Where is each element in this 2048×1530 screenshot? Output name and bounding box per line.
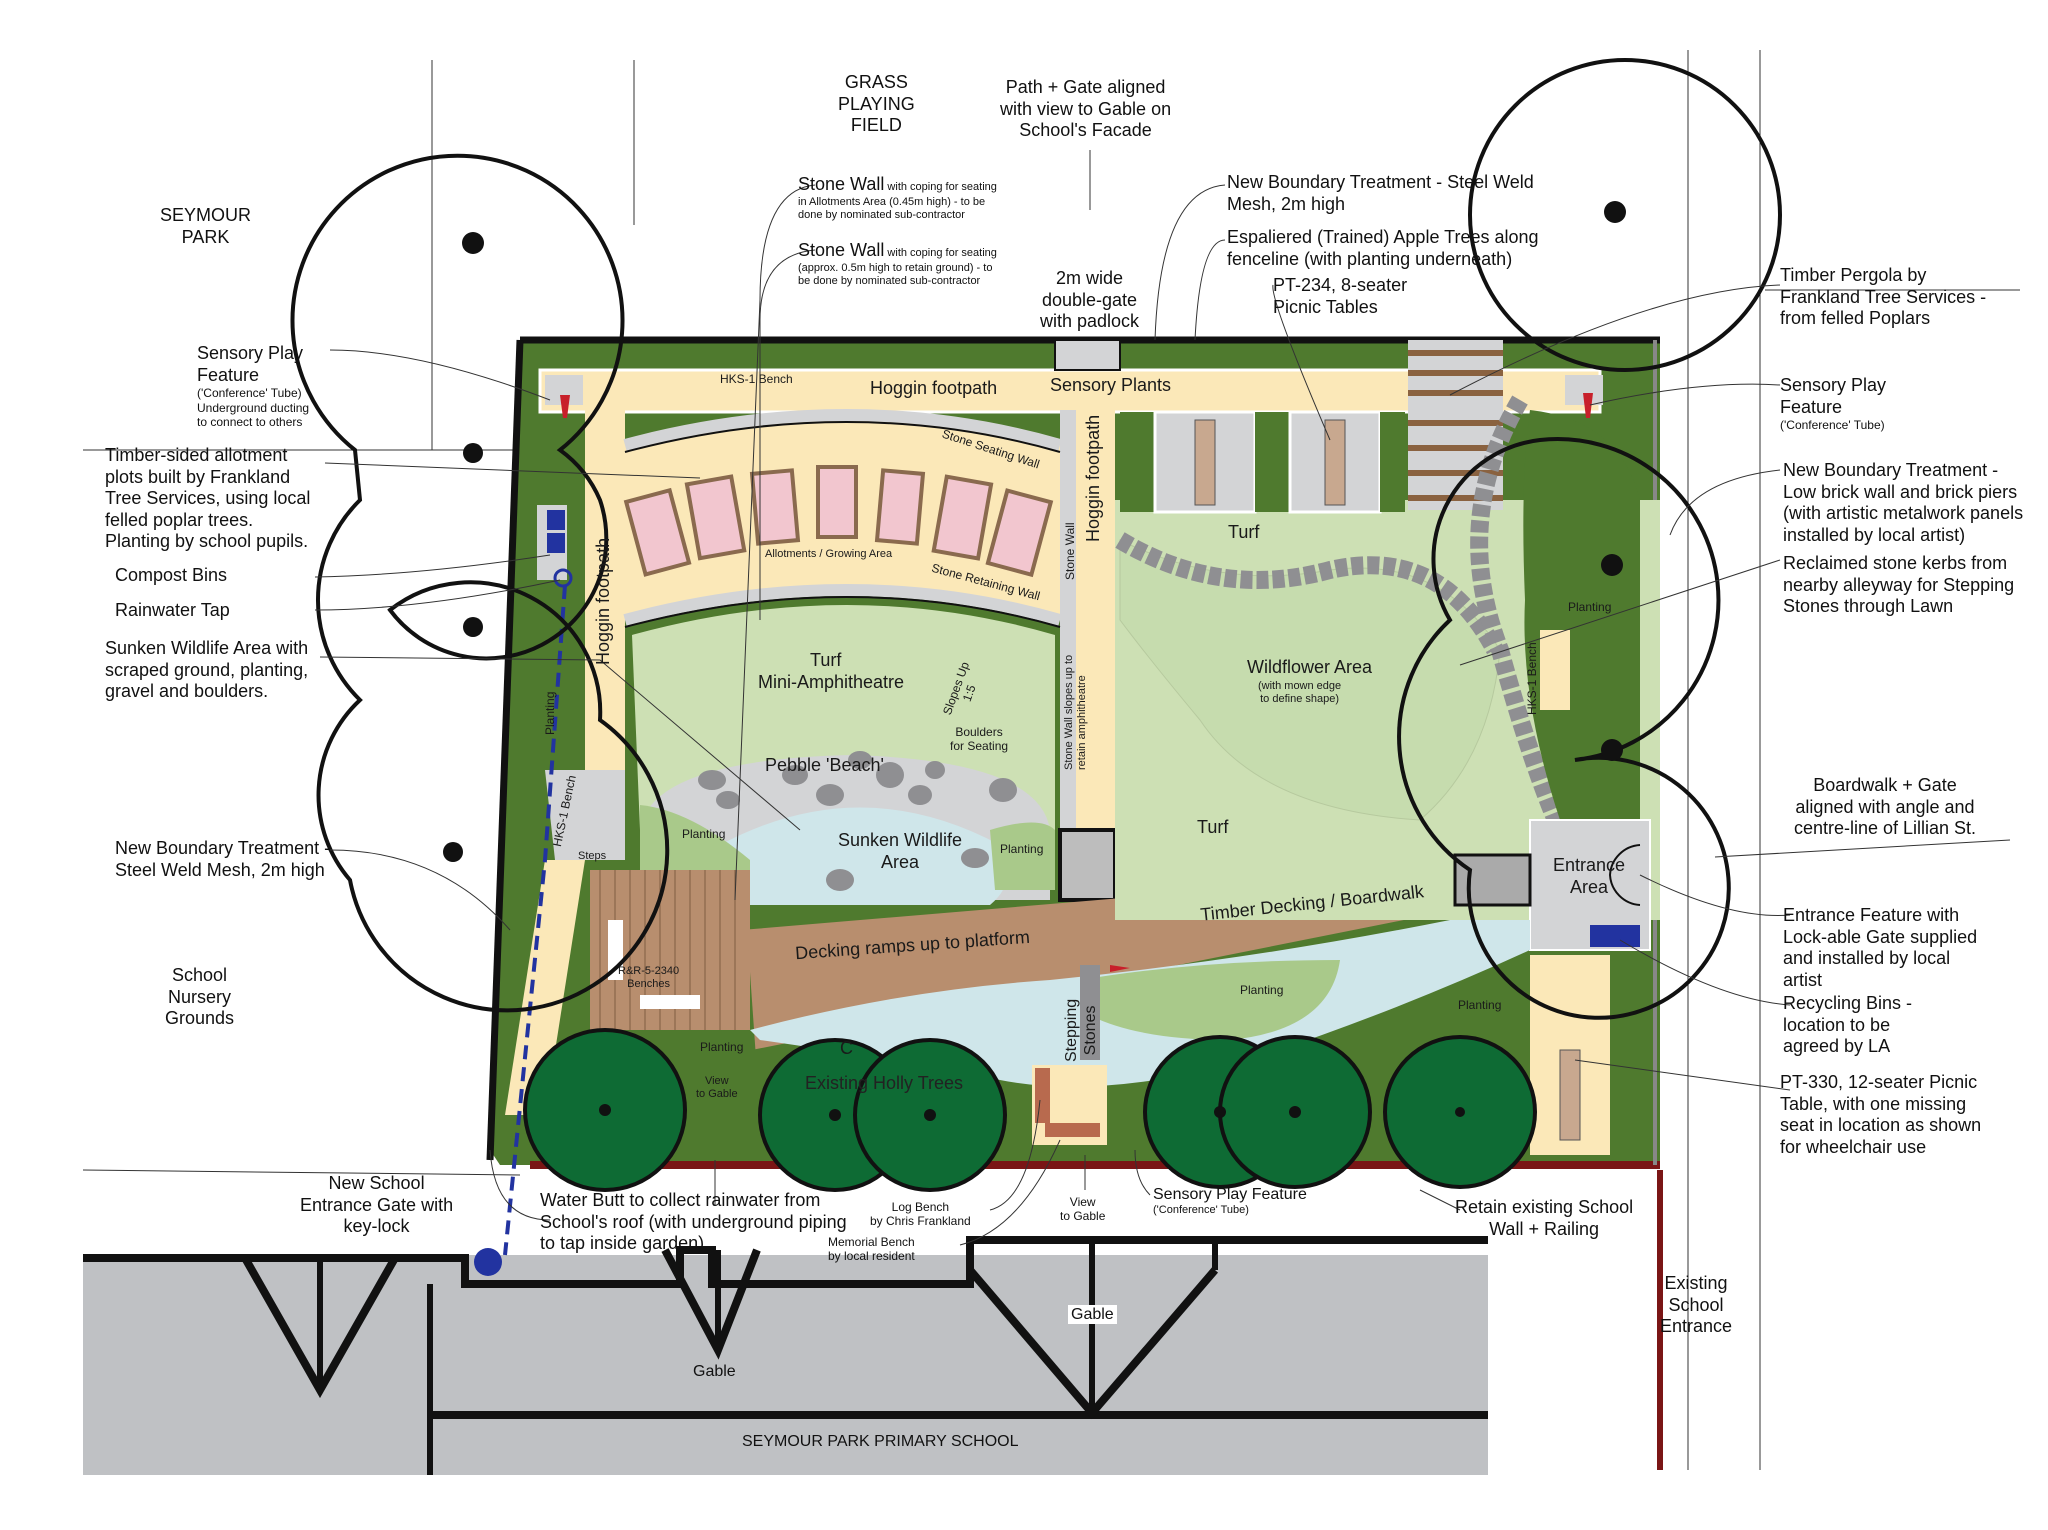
label-gable-right: Gable xyxy=(1068,1305,1117,1325)
picnic-bays xyxy=(1120,340,1503,514)
plan-entrance-area: Entrance Area xyxy=(1553,855,1626,897)
note-sunken-wildlife: Sunken Wildlife Area with scraped ground… xyxy=(105,638,309,702)
note-sensory-play-right: Sensory Play Feature('Conference' Tube) xyxy=(1780,375,1886,433)
note-stone-wall-allotments: Stone Wall with coping for seating in Al… xyxy=(798,174,1038,222)
plan-planting-left-sw: Planting xyxy=(682,827,726,841)
note-sensory-play-left-title: Sensory Play Feature xyxy=(197,343,304,385)
plan-wildflower-detail: (with mown edge to define shape) xyxy=(1258,680,1342,706)
plan-existing-holly: Existing Holly Trees xyxy=(805,1073,964,1093)
note-stone-wall-2-detail: with coping for seating (approx. 0.5m hi… xyxy=(798,247,997,287)
note-stone-kerbs: Reclaimed stone kerbs from nearby alleyw… xyxy=(1783,553,2015,617)
note-boundary-steel-left: New Boundary Treatment - Steel Weld Mesh… xyxy=(115,838,331,880)
allotment-plots xyxy=(623,465,1054,578)
plan-turf-top: Turf xyxy=(1228,522,1260,542)
note-view-to-gable: View to Gable xyxy=(1060,1195,1106,1224)
plan-sensory-plants: Sensory Plants xyxy=(1050,375,1172,395)
plan-wildflower: Wildflower Area xyxy=(1247,657,1373,677)
plan-benches-rr: R&R-5-2340 Benches xyxy=(618,965,680,991)
plan-planting-right-sw: Planting xyxy=(1000,842,1044,856)
label-school-name: SEYMOUR PARK PRIMARY SCHOOL xyxy=(742,1433,1019,1450)
note-path-gate: Path + Gate aligned with view to Gable o… xyxy=(1000,77,1172,141)
label-grass-playing-field: GRASS PLAYING FIELD xyxy=(838,72,915,136)
plan-pebble-beach: Pebble 'Beach' xyxy=(765,755,884,775)
plan-planting-vert: Planting xyxy=(543,691,557,735)
note-stone-wall-2-title: Stone Wall xyxy=(798,240,885,260)
note-timber-pergola: Timber Pergola by Frankland Tree Service… xyxy=(1780,265,1987,329)
plan-stone-wall-slopes: Stone Wall slopes up to retain amphithea… xyxy=(1063,654,1089,770)
note-recycling-bins: Recycling Bins - location to be agreed b… xyxy=(1783,993,1913,1057)
sensory-tubes xyxy=(560,393,1593,972)
leader-lines xyxy=(314,150,2011,1246)
note-memorial-bench: Memorial Bench by local resident xyxy=(828,1235,915,1264)
note-double-gate: 2m wide double-gate with padlock xyxy=(1040,268,1140,332)
note-picnic-pt234: PT-234, 8-seater Picnic Tables xyxy=(1273,275,1408,317)
plan-hoggin-mid: Hoggin footpath xyxy=(1083,414,1103,542)
plan-hoggin-top: Hoggin footpath xyxy=(870,378,998,398)
note-espaliered-apple-trees: Espaliered (Trained) Apple Trees along f… xyxy=(1227,227,1539,269)
note-sensory-play-bottom: Sensory Play Feature('Conference' Tube) xyxy=(1153,1185,1307,1217)
note-retain-wall: Retain existing School Wall + Railing xyxy=(1455,1197,1634,1239)
plan-hks-bench-top: HKS-1 Bench xyxy=(720,372,793,386)
note-log-bench: Log Bench by Chris Frankland xyxy=(870,1200,971,1229)
plan-stone-wall-vert: Stone Wall xyxy=(1063,522,1077,580)
note-stone-wall-1-title: Stone Wall xyxy=(798,174,885,194)
plan-allotments: Allotments / Growing Area xyxy=(765,548,893,560)
label-school-nursery-grounds: School Nursery Grounds xyxy=(165,965,235,1029)
note-rainwater-tap: Rainwater Tap xyxy=(115,600,230,620)
plan-boulders-seating: Boulders for Seating xyxy=(950,725,1009,754)
plan-holly-c: C xyxy=(840,1038,853,1058)
note-boundary-steel-top: New Boundary Treatment - Steel Weld Mesh… xyxy=(1227,172,1534,214)
plan-hoggin-left: Hoggin footpath xyxy=(593,537,613,665)
plan-planting-bottom-left: Planting xyxy=(700,1040,744,1054)
note-stone-wall-1-detail: with coping for seating in Allotments Ar… xyxy=(798,181,997,221)
plan-hks-bench-right: HKS-1 Bench xyxy=(1525,642,1539,715)
tree-trunks xyxy=(443,201,1626,862)
plan-stepping-stones: Stepping Stones xyxy=(1063,998,1100,1062)
plan-view-to-gable-in: View to Gable xyxy=(696,1075,738,1101)
note-sensory-play-bottom-detail: ('Conference' Tube) xyxy=(1153,1204,1249,1217)
plan-turf-amphi-2: Mini-Amphitheatre xyxy=(758,672,905,692)
note-stone-wall-retain: Stone Wall with coping for seating (appr… xyxy=(798,240,1048,288)
note-boundary-brick: New Boundary Treatment - Low brick wall … xyxy=(1783,460,2024,545)
boulders xyxy=(698,751,1017,891)
garden-site xyxy=(474,336,1663,1470)
plan-planting-right-bed: Planting xyxy=(1568,600,1612,614)
note-water-butt: Water Butt to collect rainwater from Sch… xyxy=(540,1190,847,1254)
existing-tree-canopies xyxy=(290,58,1782,1020)
plan-turf-amphi-1: Turf xyxy=(810,650,842,670)
school-building xyxy=(83,1236,1488,1475)
note-new-school-gate: New School Entrance Gate with key-lock xyxy=(300,1173,454,1237)
note-sensory-play-left-detail: ('Conference' Tube) Underground ducting … xyxy=(197,386,310,429)
note-sensory-play-right-detail: ('Conference' Tube) xyxy=(1780,418,1885,433)
plan-planting-under-trees: Planting xyxy=(1240,983,1284,997)
plan-turf-bottom: Turf xyxy=(1197,817,1229,837)
note-boardwalk-gate: Boardwalk + Gate aligned with angle and … xyxy=(1793,775,1977,839)
label-seymour-park: SEYMOUR PARK xyxy=(160,205,252,247)
note-entrance-feature: Entrance Feature with Lock-able Gate sup… xyxy=(1783,905,1978,990)
note-picnic-pt330: PT-330, 12-seater Picnic Table, with one… xyxy=(1780,1072,1982,1157)
note-existing-entrance: Existing School Entrance xyxy=(1660,1273,1733,1337)
note-allotment-plots: Timber-sided allotment plots built by Fr… xyxy=(105,445,311,552)
note-compost-bins: Compost Bins xyxy=(115,565,228,585)
note-sensory-play-right-title: Sensory Play Feature xyxy=(1780,375,1887,417)
note-sensory-play-bottom-title: Sensory Play Feature xyxy=(1153,1186,1307,1203)
plan-sunken-area: Sunken Wildlife Area xyxy=(838,830,963,872)
label-gable-left: Gable xyxy=(693,1363,736,1380)
plan-steps: Steps xyxy=(578,850,607,862)
note-sensory-play-left: Sensory Play Feature('Conference' Tube) … xyxy=(197,343,309,429)
plan-planting-bottom-right: Planting xyxy=(1458,998,1502,1012)
